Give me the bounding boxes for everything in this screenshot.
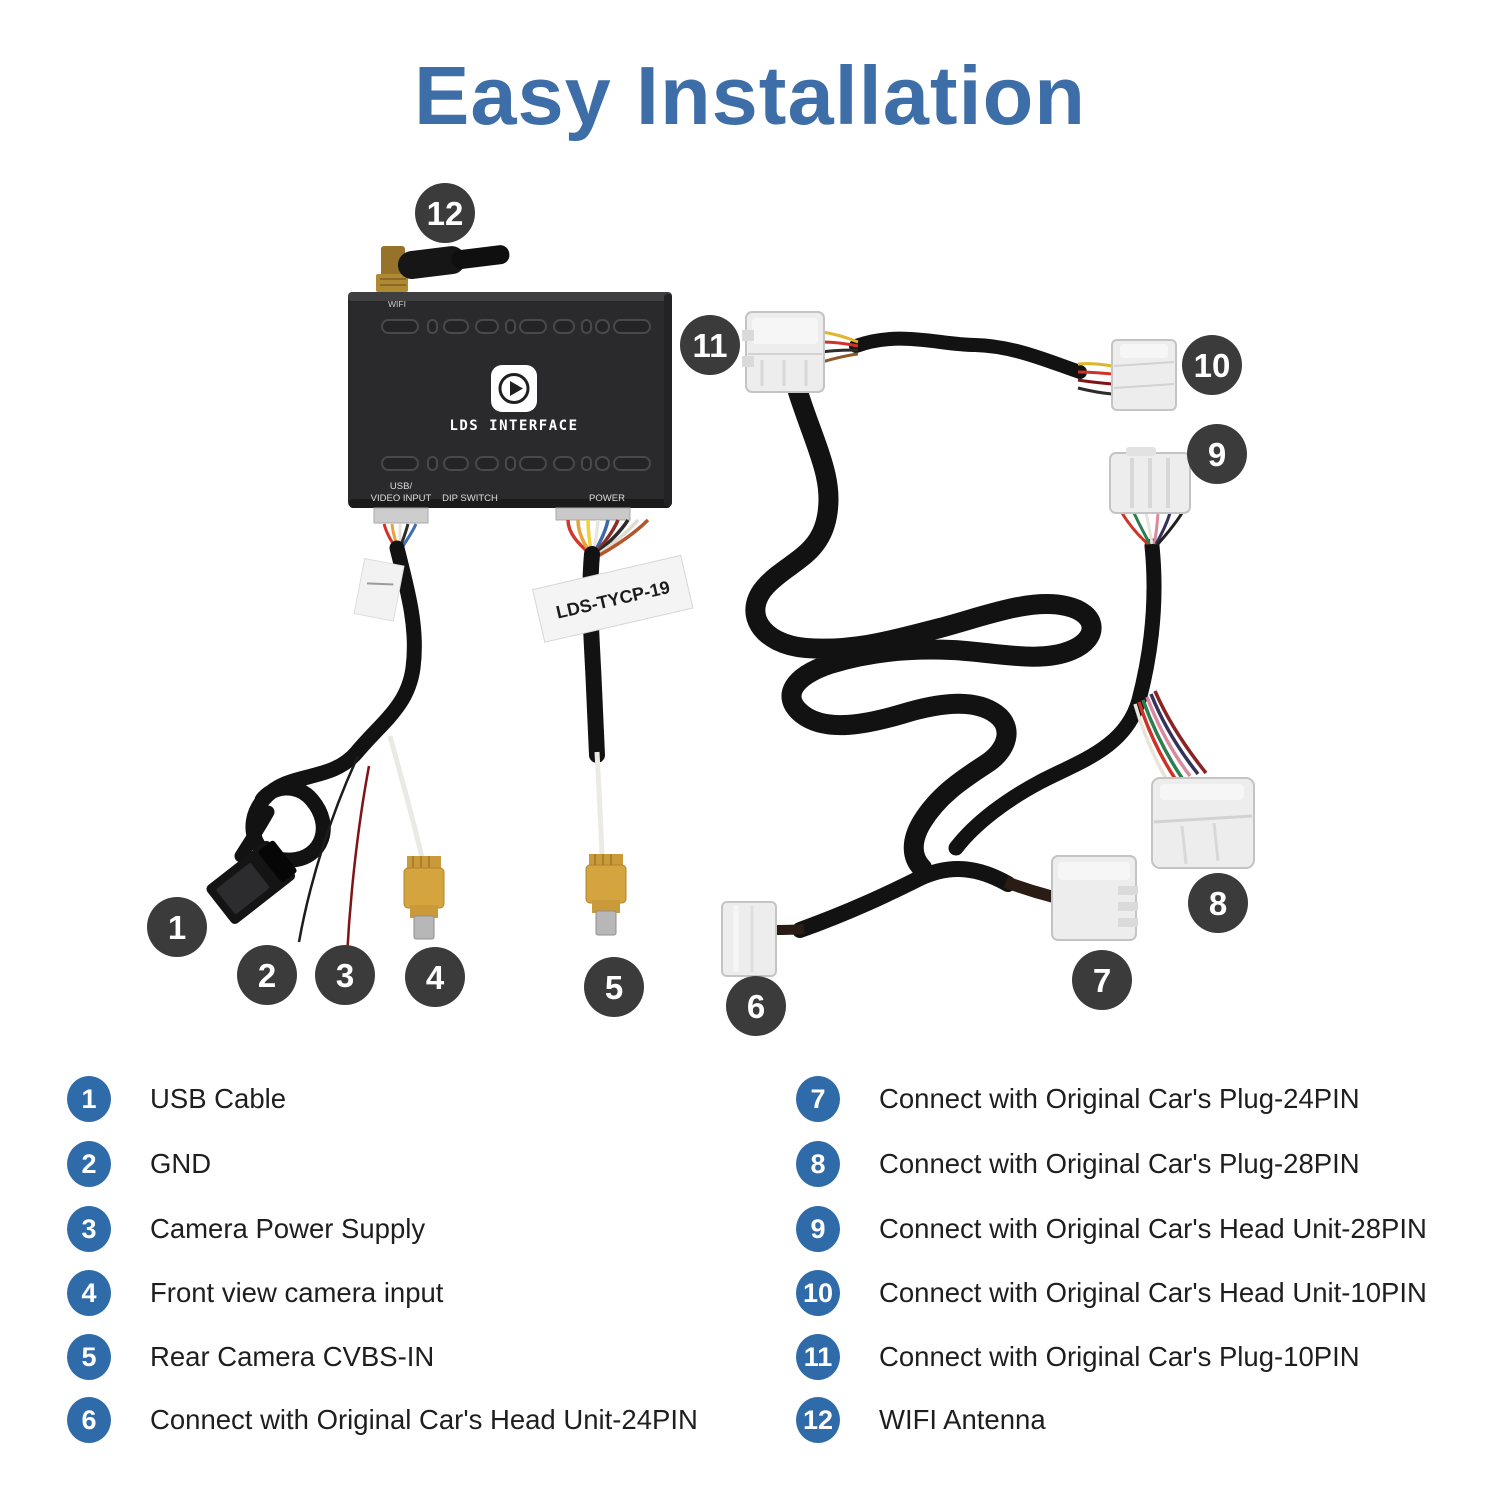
callout-1: 1 — [147, 897, 207, 957]
legend-badge: 6 — [67, 1397, 111, 1443]
plug-28pin-branch — [1109, 447, 1255, 869]
legend-badge: 10 — [796, 1270, 840, 1316]
car-plug-10pin-connector — [742, 311, 825, 393]
head-unit-24pin-connector — [721, 901, 777, 977]
usb-video-harness — [206, 507, 445, 957]
legend-label: Rear Camera CVBS-IN — [150, 1341, 435, 1372]
legend-item-3: 3 Camera Power Supply — [67, 1206, 425, 1252]
legend-badge: 4 — [67, 1270, 111, 1316]
camera-power-wire — [345, 765, 371, 957]
legend-item-6: 6 Connect with Original Car's Head Unit-… — [67, 1397, 698, 1443]
usb-harness-cable — [245, 540, 422, 868]
main-harness-cables — [745, 382, 1162, 938]
adapter-sleeve-cable — [849, 331, 1087, 379]
callout-2: 2 — [237, 945, 297, 1005]
callout-4: 4 — [405, 947, 465, 1007]
legend-label: USB Cable — [150, 1083, 287, 1114]
legend-badge: 3 — [67, 1206, 111, 1252]
legend-badge: 8 — [796, 1141, 840, 1187]
legend-badge: 9 — [796, 1206, 840, 1252]
rear-camera-rca-connector — [585, 854, 627, 936]
device-brand-label: LDS INTERFACE — [449, 418, 578, 434]
callout-7: 7 — [1072, 950, 1132, 1010]
head-unit-10pin-connector — [1111, 339, 1177, 411]
power-cable-label: LDS-TYCP-19 — [532, 554, 694, 643]
interface-box: LDS INTERFACE WIFI USB/ VIDEO INPUT DIP … — [348, 292, 672, 508]
dip-switch-label: DIP SWITCH — [442, 493, 498, 504]
usb-connector — [206, 840, 297, 924]
front-camera-wire — [387, 735, 425, 859]
callout-3: 3 — [315, 945, 375, 1005]
legend-item-11: 11 Connect with Original Car's Plug-10PI… — [796, 1334, 1360, 1380]
legend-item-12: 12 WIFI Antenna — [796, 1397, 1046, 1443]
power-port-label: POWER — [589, 493, 625, 504]
callout-11: 11 — [680, 315, 740, 375]
legend-badge: 7 — [796, 1076, 840, 1122]
legend-item-8: 8 Connect with Original Car's Plug-28PIN — [796, 1141, 1360, 1187]
callout-9: 9 — [1187, 424, 1247, 484]
wifi-antenna — [376, 245, 510, 292]
legend-label: Connect with Original Car's Plug-24PIN — [879, 1083, 1360, 1114]
power-harness: LDS-TYCP-19 — [532, 507, 694, 936]
legend-label: Connect with Original Car's Head Unit-10… — [879, 1277, 1427, 1308]
callout-8: 8 — [1188, 873, 1248, 933]
carplay-logo-icon — [491, 365, 537, 412]
legend-badge: 2 — [67, 1141, 111, 1187]
head-unit-28pin-connector — [1109, 447, 1191, 514]
legend-item-1: 1 USB Cable — [67, 1076, 286, 1122]
page-title: Easy Installation — [413, 49, 1086, 142]
legend-label: Front view camera input — [150, 1277, 444, 1308]
legend-label: GND — [150, 1148, 212, 1179]
legend-label: Connect with Original Car's Plug-10PIN — [879, 1341, 1360, 1372]
legend-item-10: 10 Connect with Original Car's Head Unit… — [796, 1270, 1427, 1316]
legend-badge: 5 — [67, 1334, 111, 1380]
legend-label: Connect with Original Car's Plug-28PIN — [879, 1148, 1360, 1179]
legend-label: Camera Power Supply — [150, 1213, 426, 1244]
plug-24pin-branch — [721, 855, 1138, 977]
legend-item-7: 7 Connect with Original Car's Plug-24PIN — [796, 1076, 1360, 1122]
legend-badge: 11 — [796, 1334, 840, 1380]
gnd-wire — [297, 755, 360, 943]
head-unit-28pin-cable — [948, 538, 1162, 856]
rear-camera-wire — [594, 751, 605, 857]
legend-item-2: 2 GND — [67, 1141, 211, 1187]
callout-10: 10 — [1182, 335, 1242, 395]
legend-item-9: 9 Connect with Original Car's Head Unit-… — [796, 1206, 1427, 1252]
usb-port-label-line2: VIDEO INPUT — [371, 493, 432, 504]
callout-6: 6 — [726, 976, 786, 1036]
legend-label: WIFI Antenna — [879, 1404, 1046, 1435]
legend-label: Connect with Original Car's Head Unit-24… — [150, 1404, 698, 1435]
car-plug-28pin-connector — [1151, 777, 1255, 869]
callout-5: 5 — [584, 957, 644, 1017]
usb-cable-label — [353, 557, 405, 622]
usb-port-label-line1: USB/ — [390, 481, 413, 492]
legend-item-5: 5 Rear Camera CVBS-IN — [67, 1334, 434, 1380]
legend-badge: 12 — [796, 1397, 840, 1443]
car-plug-24pin-connector — [1051, 855, 1138, 941]
wifi-port-label: WIFI — [388, 299, 406, 309]
bottom-y-cable — [792, 861, 1016, 938]
harness-tangle-cable — [745, 382, 1102, 878]
legend-item-4: 4 Front view camera input — [67, 1270, 443, 1316]
legend-badge: 1 — [67, 1076, 111, 1122]
plug-10pin-adapter — [742, 311, 1177, 411]
legend-label: Connect with Original Car's Head Unit-28… — [879, 1213, 1427, 1244]
callout-12: 12 — [415, 183, 475, 243]
front-camera-rca-connector — [403, 856, 445, 940]
